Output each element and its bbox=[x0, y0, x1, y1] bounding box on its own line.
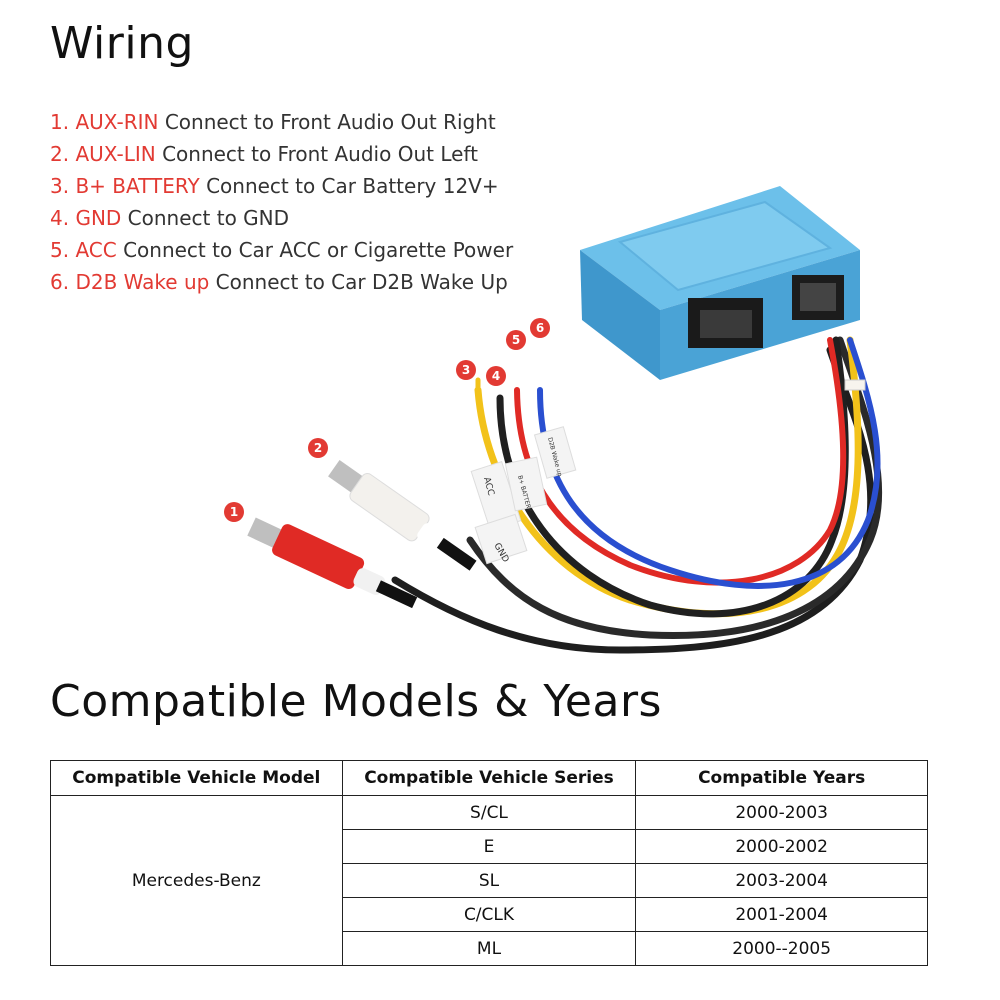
model-cell: Mercedes-Benz bbox=[50, 795, 343, 966]
years-cell: 2000--2005 bbox=[635, 931, 928, 966]
wiring-item-number: 6. bbox=[50, 270, 70, 294]
marker-6: 6 bbox=[536, 321, 544, 335]
series-cell: ML bbox=[341, 931, 637, 966]
series-cell: C/CLK bbox=[341, 897, 637, 932]
wiring-item-desc: Connect to Front Audio Out Right bbox=[164, 110, 496, 134]
wiring-item-label: ACC bbox=[75, 238, 117, 262]
wiring-item-number: 5. bbox=[50, 238, 70, 262]
marker-1: 1 bbox=[230, 505, 238, 519]
wiring-item-number: 4. bbox=[50, 206, 70, 230]
marker-3: 3 bbox=[462, 363, 470, 377]
header-years: Compatible Years bbox=[635, 760, 928, 796]
table-row: E 2000-2002 bbox=[51, 829, 928, 864]
years-cell: 2000-2002 bbox=[635, 829, 928, 864]
tag-acc: ACC bbox=[481, 476, 495, 497]
series-cell: S/CL bbox=[341, 795, 637, 830]
wiring-item: 5. ACC Connect to Car ACC or Cigarette P… bbox=[50, 234, 513, 266]
rca-connector-white bbox=[328, 460, 477, 571]
marker-2: 2 bbox=[314, 441, 322, 455]
adapter-box bbox=[580, 186, 860, 380]
header-series: Compatible Vehicle Series bbox=[341, 760, 637, 796]
wiring-item: 6. D2B Wake up Connect to Car D2B Wake U… bbox=[50, 266, 513, 298]
wiring-item: 2. AUX-LIN Connect to Front Audio Out Le… bbox=[50, 138, 513, 170]
wiring-item: 1. AUX-RIN Connect to Front Audio Out Ri… bbox=[50, 106, 513, 138]
wiring-item-desc: Connect to Car Battery 12V+ bbox=[206, 174, 499, 198]
wiring-list: 1. AUX-RIN Connect to Front Audio Out Ri… bbox=[50, 106, 513, 298]
wiring-item-label: AUX-RIN bbox=[75, 110, 159, 134]
table-row: ML 2000--2005 bbox=[51, 931, 928, 966]
wire-blue bbox=[537, 337, 881, 589]
wiring-item-label: B+ BATTERY bbox=[75, 174, 200, 198]
table-row: SL 2003-2004 bbox=[51, 863, 928, 898]
adapter-product-illustration: GND B+ BATTERY ACC D2B Wake up 1 2 3 4 5… bbox=[224, 186, 883, 654]
wiring-item-number: 2. bbox=[50, 142, 70, 166]
rca-connector-red bbox=[247, 517, 418, 609]
wiring-item-desc: Connect to Car ACC or Cigarette Power bbox=[123, 238, 514, 262]
marker-4: 4 bbox=[492, 369, 500, 383]
years-cell: 2000-2003 bbox=[635, 795, 928, 830]
wiring-item-number: 3. bbox=[50, 174, 70, 198]
header-model: Compatible Vehicle Model bbox=[50, 760, 343, 796]
wiring-item-label: D2B Wake up bbox=[75, 270, 210, 294]
wiring-item-number: 1. bbox=[50, 110, 70, 134]
compatibility-title: Compatible Models & Years bbox=[50, 676, 662, 727]
wiring-item: 3. B+ BATTERY Connect to Car Battery 12V… bbox=[50, 170, 513, 202]
marker-5: 5 bbox=[512, 333, 520, 347]
series-cell: SL bbox=[341, 863, 637, 898]
table-header-row: Compatible Vehicle Model Compatible Vehi… bbox=[50, 760, 928, 796]
wiring-item-desc: Connect to GND bbox=[127, 206, 290, 230]
wiring-item: 4. GND Connect to GND bbox=[50, 202, 513, 234]
wiring-title: Wiring bbox=[50, 18, 194, 69]
wiring-item-desc: Connect to Front Audio Out Left bbox=[162, 142, 478, 166]
wiring-item-label: AUX-LIN bbox=[75, 142, 156, 166]
years-cell: 2003-2004 bbox=[635, 863, 928, 898]
compatibility-table: Compatible Vehicle Model Compatible Vehi… bbox=[50, 760, 928, 966]
wiring-item-label: GND bbox=[75, 206, 122, 230]
years-cell: 2001-2004 bbox=[635, 897, 928, 932]
table-row: Mercedes-Benz S/CL 2000-2003 bbox=[50, 795, 928, 966]
wiring-item-desc: Connect to Car D2B Wake Up bbox=[215, 270, 508, 294]
wire-black-1 bbox=[391, 346, 875, 654]
wire-black-2 bbox=[466, 336, 883, 640]
series-cell: E bbox=[341, 829, 637, 864]
